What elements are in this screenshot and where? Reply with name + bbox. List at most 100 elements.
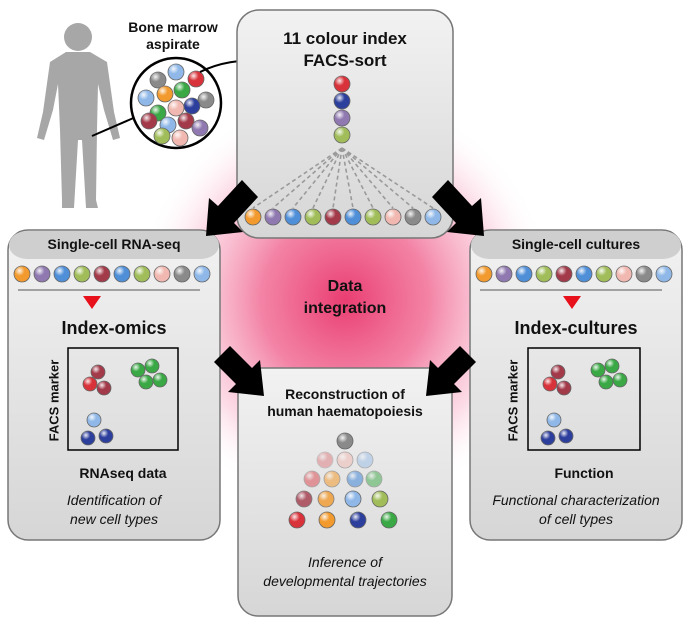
well-cell-icon	[575, 265, 593, 283]
well-cell-icon	[264, 208, 282, 226]
index-cultures-y-axis-label: FACS marker	[505, 359, 521, 442]
human-silhouette-icon	[37, 23, 120, 208]
cultures-down-arrow	[563, 296, 581, 309]
sort-fan-line	[292, 147, 343, 209]
cluster-cell-icon	[558, 428, 574, 444]
index-omics-plot-frame	[67, 347, 179, 451]
marrow-cell-icon	[191, 119, 209, 137]
sorted-cell-icon	[333, 109, 351, 127]
well-cell-icon	[153, 265, 171, 283]
bone-marrow-label-line2: aspirate	[146, 36, 200, 52]
sorted-cell-icon	[333, 126, 351, 144]
well-cell-icon	[133, 265, 151, 283]
sort-fan-line	[341, 147, 354, 209]
bone-marrow-sample	[129, 56, 223, 150]
bone-marrow-label: Bone marrow aspirate	[102, 19, 244, 53]
index-omics-y-axis-label: FACS marker	[46, 359, 62, 442]
marrow-cell-icon	[156, 85, 174, 103]
marrow-cell-icon	[137, 89, 155, 107]
well-cell-icon	[113, 265, 131, 283]
marrow-cell-icon	[167, 63, 185, 81]
cluster-cell-icon	[540, 430, 556, 446]
well-cell-icon	[555, 265, 573, 283]
sorted-cell-icon	[333, 75, 351, 93]
index-omics-caption-line1: Identification of	[66, 492, 162, 508]
index-omics-caption: Identification of new cell types	[9, 491, 219, 529]
facs-sort-title-line2: FACS-sort	[303, 51, 387, 70]
cluster-cell-icon	[144, 358, 160, 374]
lineage-cell-icon	[318, 511, 336, 529]
well-cell-icon	[495, 265, 513, 283]
well-cell-icon	[475, 265, 493, 283]
well-cell-icon	[515, 265, 533, 283]
index-cultures-caption: Functional characterization of cell type…	[471, 491, 681, 529]
arrow-sort-to-rnaseq	[206, 180, 258, 236]
cluster-cell-icon	[546, 412, 562, 428]
marrow-cell-icon	[171, 129, 189, 147]
bone-marrow-label-line1: Bone marrow	[128, 19, 218, 35]
facs-sort-title: 11 colour index FACS-sort	[237, 28, 453, 72]
marrow-cell-icon	[183, 97, 201, 115]
index-omics-x-axis-label: RNAseq data	[79, 465, 167, 481]
well-cell-icon	[193, 265, 211, 283]
cluster-cell-icon	[86, 412, 102, 428]
cluster-cell-icon	[598, 374, 614, 390]
cluster-cell-icon	[604, 358, 620, 374]
well-cell-icon	[33, 265, 51, 283]
lineage-cell-icon	[356, 451, 374, 469]
well-cell-icon	[344, 208, 362, 226]
lineage-cell-icon	[316, 451, 334, 469]
cluster-cell-icon	[96, 380, 112, 396]
marrow-cell-icon	[167, 99, 185, 117]
cluster-cell-icon	[80, 430, 96, 446]
lineage-cell-icon	[288, 511, 306, 529]
marrow-cell-icon	[177, 112, 195, 130]
index-cultures-caption-line2: of cell types	[539, 511, 613, 527]
cluster-cell-icon	[130, 362, 146, 378]
well-cell-icon	[655, 265, 673, 283]
well-cell-icon	[324, 208, 342, 226]
lineage-cell-icon	[295, 490, 313, 508]
well-cell-icon	[73, 265, 91, 283]
sort-fan-line	[272, 147, 343, 209]
well-cell-icon	[93, 265, 111, 283]
lineage-cell-icon	[317, 490, 335, 508]
well-cell-icon	[424, 208, 442, 226]
rna-seq-title: Single-cell RNA-seq	[47, 236, 181, 252]
cluster-cell-icon	[542, 376, 558, 392]
well-cell-icon	[635, 265, 653, 283]
reconstruction-title-line2: human haematopoiesis	[267, 403, 423, 419]
lineage-cell-icon	[371, 490, 389, 508]
data-integration-line2: integration	[303, 300, 387, 317]
index-cultures-subtitle: Index-cultures	[514, 318, 638, 338]
cluster-cell-icon	[98, 428, 114, 444]
data-integration-line1: Data	[327, 278, 363, 295]
reconstruction-title: Reconstruction of human haematopoiesis	[238, 386, 452, 420]
reconstruction-title-line1: Reconstruction of	[285, 386, 405, 402]
reconstruction-caption-line1: Inference of	[308, 554, 382, 570]
reconstruction-caption: Inference of developmental trajectories	[238, 553, 452, 591]
cluster-cell-icon	[90, 364, 106, 380]
well-cell-icon	[384, 208, 402, 226]
data-integration-label: Data integration	[255, 276, 435, 320]
well-cell-icon	[535, 265, 553, 283]
lineage-cell-icon	[303, 470, 321, 488]
well-cell-icon	[13, 265, 31, 283]
sort-fan-line	[341, 147, 374, 209]
reconstruction-caption-line2: developmental trajectories	[263, 573, 427, 589]
index-omics-caption-line2: new cell types	[70, 511, 158, 527]
marrow-cell-icon	[153, 127, 171, 145]
well-cell-icon	[404, 208, 422, 226]
marrow-cell-icon	[197, 91, 215, 109]
cluster-cell-icon	[556, 380, 572, 396]
lineage-cell-icon	[346, 470, 364, 488]
index-cultures-x-axis-label: Function	[554, 465, 614, 481]
well-cell-icon	[364, 208, 382, 226]
marrow-cell-icon	[187, 70, 205, 88]
rna-seq-header-band	[9, 231, 219, 259]
rna-seq-panel	[7, 229, 221, 541]
index-omics-subtitle: Index-omics	[61, 318, 167, 338]
cultures-header-band	[471, 231, 681, 259]
cluster-cell-icon	[152, 372, 168, 388]
